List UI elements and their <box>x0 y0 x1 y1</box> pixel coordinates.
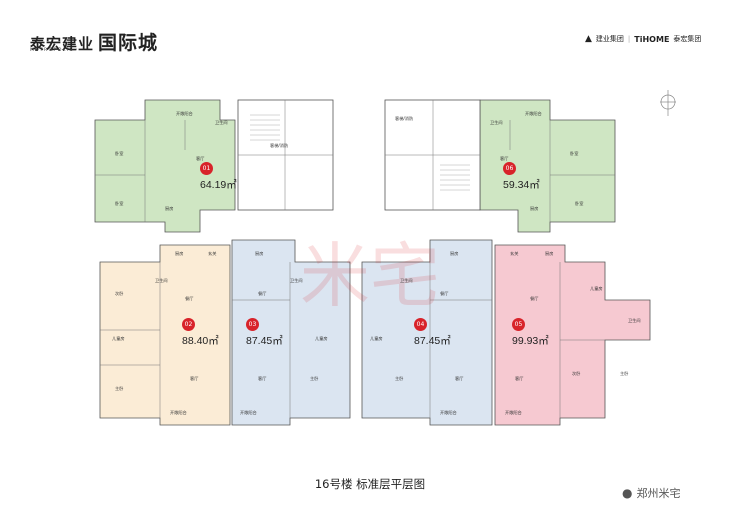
unit-tag-04: 04 87.45㎡ <box>414 318 451 348</box>
account-name: 郑州米宅 <box>636 487 681 500</box>
room-label: 厨房 <box>165 205 173 212</box>
unit-number-badge: 05 <box>512 318 525 331</box>
room-label: 儿童房 <box>112 335 125 342</box>
unit-area: 64.19㎡ <box>200 179 237 191</box>
room-label: 儿童房 <box>315 335 328 342</box>
unit-number-badge: 01 <box>200 162 213 175</box>
compass-icon <box>660 90 676 116</box>
room-label: 儿童房 <box>370 335 383 342</box>
room-label: 儿童房 <box>590 285 603 292</box>
room-label: 客厅 <box>196 155 204 162</box>
room-label: 客厅 <box>455 375 463 382</box>
room-label: 客厅 <box>258 375 266 382</box>
room-label: 主卧 <box>310 375 318 382</box>
developer-name: 泰宏建业 <box>30 35 95 53</box>
logo-separator: | <box>627 35 631 43</box>
room-label: 餐厅 <box>258 290 266 297</box>
interior-walls <box>95 100 615 418</box>
project-name: 国际城 <box>98 32 159 54</box>
room-label: 厨房 <box>255 250 263 257</box>
room-label: 客厅 <box>515 375 523 382</box>
room-label: 客梯/消防 <box>270 142 288 149</box>
room-label: 厨房 <box>530 205 538 212</box>
unit-area: 87.45㎡ <box>246 335 283 347</box>
plan-title: 16号楼 标准层平层图 <box>314 477 426 491</box>
unit-tag-01: 01 64.19㎡ <box>200 162 237 192</box>
unit-tag-03: 03 87.45㎡ <box>246 318 283 348</box>
partner1-name: 建业集团 <box>595 35 624 43</box>
unit-number-badge: 04 <box>414 318 427 331</box>
unit-area: 88.40㎡ <box>182 335 219 347</box>
unit-03-area <box>231 239 351 426</box>
room-label: 客厅 <box>190 375 198 382</box>
partner-logos: ▲ 建业集团 | TiHOME 泰宏集团 <box>585 34 701 44</box>
project-subtitle: METROPOLIS <box>30 48 75 53</box>
partner2-name: 泰宏集团 <box>673 35 702 43</box>
room-label: 玄关 <box>208 250 216 257</box>
room-label: 卧室 <box>575 200 583 207</box>
room-label: 卧室 <box>570 150 578 157</box>
room-label: 次卧 <box>115 290 123 297</box>
room-label: 厨房 <box>450 250 458 257</box>
unit-area: 87.45㎡ <box>414 335 451 347</box>
room-label: 卫生间 <box>490 119 503 126</box>
partner2-brand: TiHOME <box>634 34 670 44</box>
unit-tag-05: 05 99.93㎡ <box>512 318 549 348</box>
unit-area: 99.93㎡ <box>512 335 549 347</box>
room-label: 卫生间 <box>400 277 413 284</box>
room-label: 主卧 <box>115 385 123 392</box>
unit-tag-02: 02 88.40㎡ <box>182 318 219 348</box>
room-label: 客厅 <box>500 155 508 162</box>
room-label: 餐厅 <box>440 290 448 297</box>
room-label: 卧室 <box>115 200 123 207</box>
room-label: 厨房 <box>545 250 553 257</box>
stairs <box>250 114 470 191</box>
room-label: 次卧 <box>572 370 580 377</box>
room-label: 卫生间 <box>155 277 168 284</box>
room-label: 开敞阳台 <box>440 409 457 416</box>
unit-02-area <box>99 244 231 426</box>
room-label: 开敞阳台 <box>525 110 542 117</box>
unit-area: 59.34㎡ <box>503 179 540 191</box>
room-label: 客梯/消防 <box>395 115 413 122</box>
unit-04-area <box>361 239 493 426</box>
unit-number-badge: 02 <box>182 318 195 331</box>
footer-account: ● 郑州米宅 <box>622 485 680 501</box>
room-label: 开敞阳台 <box>170 409 187 416</box>
room-label: 卫生间 <box>290 277 303 284</box>
room-label: 主卧 <box>395 375 403 382</box>
room-label: 餐厅 <box>530 295 538 302</box>
room-label: 开敞阳台 <box>505 409 522 416</box>
unit-01-area <box>94 99 236 233</box>
partner-logo-icon: ▲ <box>585 34 592 44</box>
room-label: 开敞阳台 <box>176 110 193 117</box>
room-label: 厨房 <box>175 250 183 257</box>
room-label: 卫生间 <box>215 119 228 126</box>
developer-logo: 泰宏建业国际城 <box>30 28 158 55</box>
wechat-icon: ● <box>622 486 633 500</box>
unit-number-badge: 03 <box>246 318 259 331</box>
room-label: 玄关 <box>510 250 518 257</box>
unit-tag-06: 06 59.34㎡ <box>503 162 540 192</box>
watermark-text: 米宅 <box>300 235 440 317</box>
room-label: 开敞阳台 <box>240 409 257 416</box>
room-label: 卧室 <box>115 150 123 157</box>
unit-number-badge: 06 <box>503 162 516 175</box>
room-label: 主卧 <box>620 370 628 377</box>
unit-05-area <box>494 244 651 426</box>
room-label: 卫生间 <box>628 317 641 324</box>
room-label: 餐厅 <box>185 295 193 302</box>
